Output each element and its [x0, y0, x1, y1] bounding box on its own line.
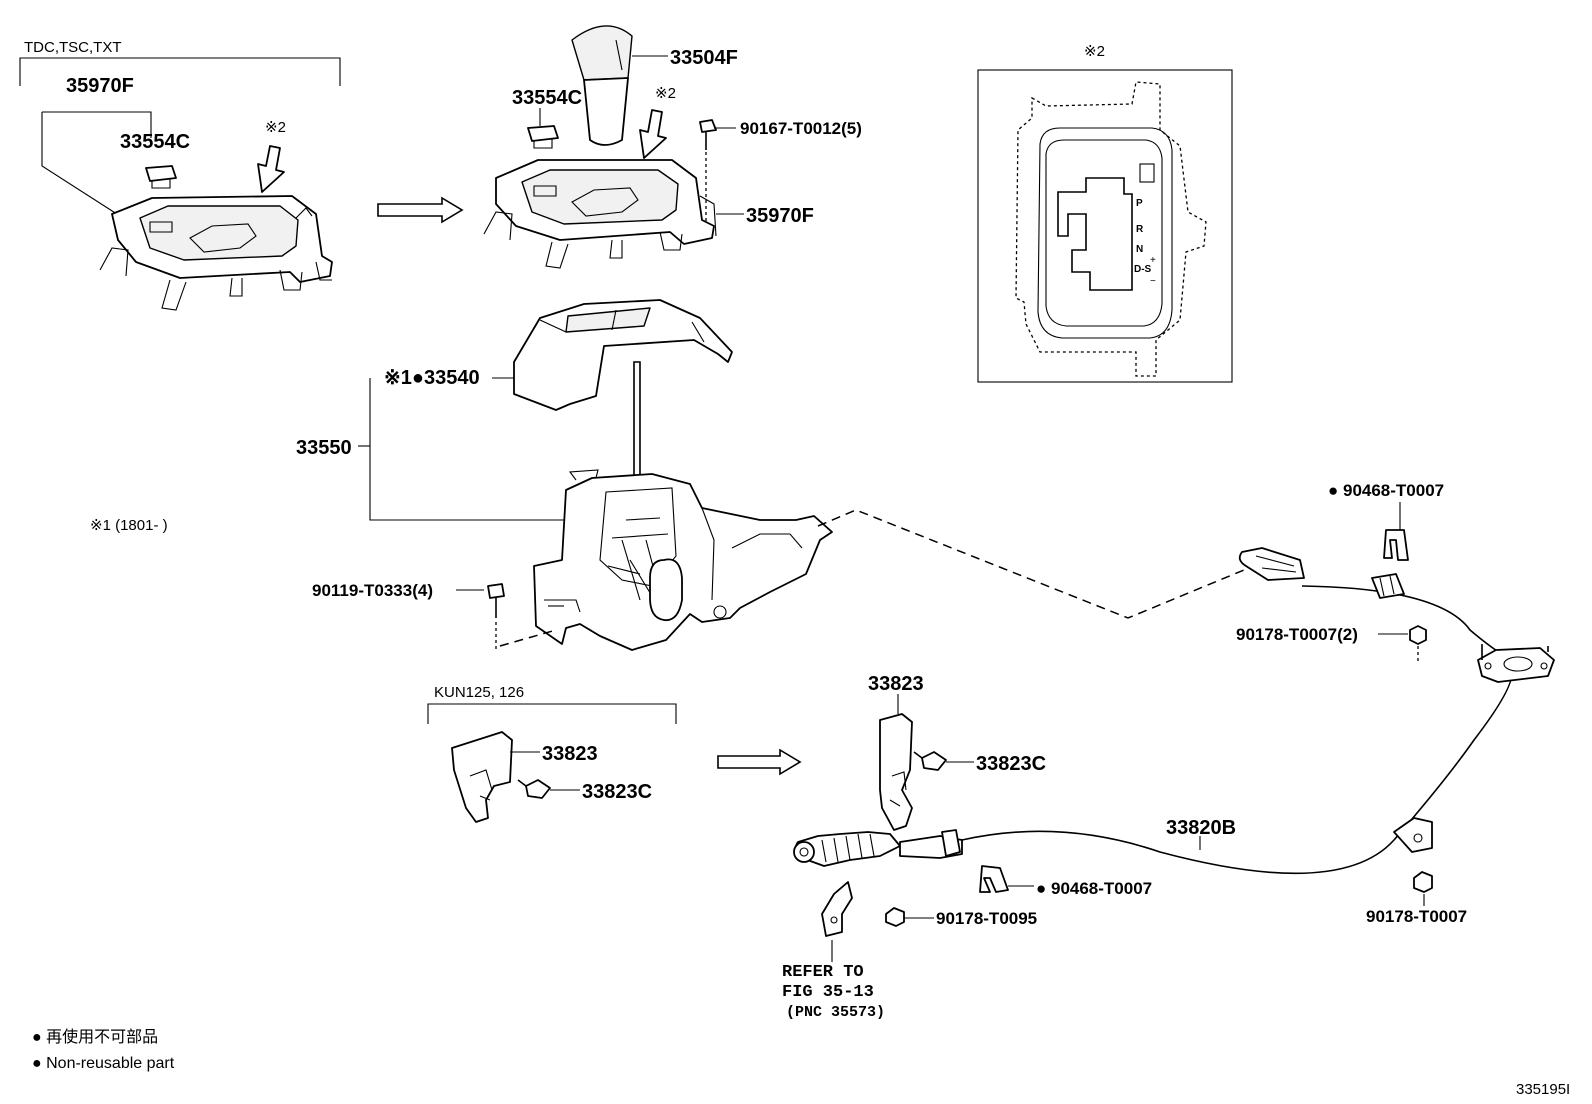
part-90178-c: 90178-T0007	[1366, 907, 1467, 926]
note-1: ※1 (1801- )	[90, 517, 168, 534]
clip-33554C-b	[527, 125, 559, 149]
leader-33550-bracket	[369, 378, 566, 521]
open-arrow-right-icon	[717, 748, 802, 776]
legend-jp: ● 再使用不可部品	[32, 1028, 158, 1046]
part-90178-b: 90178-T0095	[936, 909, 1037, 928]
clip-90468-b	[979, 865, 1009, 893]
shift-lever-33550	[533, 469, 833, 651]
refer-line3: (PNC 35573)	[786, 1004, 885, 1021]
note2-a: ※2	[265, 119, 286, 136]
part-33823-b: 33823	[868, 673, 924, 695]
group-label-kun: KUN125, 126	[434, 684, 524, 701]
knob-33504F	[571, 25, 633, 146]
arrow-down-icon	[639, 109, 667, 159]
part-33823C-a: 33823C	[582, 781, 652, 803]
bracket-33823-a	[451, 731, 513, 823]
legend-en: ● Non-reusable part	[32, 1055, 175, 1072]
group-label-tdc: TDC,TSC,TXT	[24, 39, 122, 56]
gate-p: P	[1136, 198, 1143, 209]
part-90468-a: ● 90468-T0007	[1328, 481, 1444, 500]
part-35970F-b: 35970F	[746, 205, 814, 227]
part-33820B: 33820B	[1166, 817, 1236, 839]
cover-33540	[513, 299, 733, 411]
part-90468-b: ● 90468-T0007	[1036, 879, 1152, 898]
screw-33823C-a	[517, 779, 551, 799]
arrow-down-icon	[257, 145, 285, 193]
clip-33554C-a	[145, 165, 177, 189]
bezel-35970F-b	[483, 159, 717, 269]
part-33823-a: 33823	[542, 743, 598, 765]
gate-plus: +	[1150, 255, 1156, 266]
open-arrow-right-icon	[377, 196, 464, 224]
leader-35970F-a	[41, 111, 152, 217]
bracket-refer	[821, 881, 853, 937]
nut-90178-c	[1413, 871, 1433, 893]
part-33823C-b: 33823C	[976, 753, 1046, 775]
nut-90178-a	[1409, 625, 1427, 645]
lever-rod	[633, 361, 641, 493]
bolt-90119	[487, 583, 505, 618]
gate-minus: −	[1150, 276, 1156, 287]
gate-n: N	[1136, 244, 1143, 255]
cable-33820B	[793, 547, 1555, 875]
part-33554C-b: 33554C	[512, 87, 582, 109]
part-90178-a: 90178-T0007(2)	[1236, 625, 1358, 644]
part-33504F: 33504F	[670, 47, 738, 69]
refer-line2: FIG 35-13	[782, 983, 874, 1002]
part-90167: 90167-T0012(5)	[740, 119, 862, 138]
bracket-33823-b	[879, 713, 913, 831]
bolt-90167	[699, 119, 717, 150]
gate-r: R	[1136, 224, 1144, 235]
part-33550: 33550	[296, 437, 352, 459]
part-35970F-a: 35970F	[66, 75, 134, 97]
part-33540: ※1●33540	[384, 367, 480, 389]
group-tdc: TDC,TSC,TXT 35970F 33554C ※2	[19, 39, 341, 311]
part-33554C-a: 33554C	[120, 131, 190, 153]
group-bracket-kun	[427, 703, 677, 724]
figure-id: 335195I	[1516, 1081, 1570, 1098]
group-bracket-tdc	[19, 57, 341, 86]
screw-33823C-b	[913, 751, 947, 771]
note2-c: ※2	[1084, 43, 1105, 60]
detail-box-gate: ※2 P R N D-S + −	[977, 43, 1233, 383]
clip-90468-a	[1383, 529, 1409, 561]
nut-90178-b	[885, 907, 905, 927]
bezel-35970F-a	[99, 195, 333, 311]
detail-frame	[977, 69, 1233, 383]
gate-ds: D-S	[1134, 264, 1152, 275]
note2-b: ※2	[655, 85, 676, 102]
part-90119: 90119-T0333(4)	[312, 581, 433, 600]
refer-line1: REFER TO	[782, 963, 864, 982]
routing-dashed-line	[499, 509, 1245, 647]
